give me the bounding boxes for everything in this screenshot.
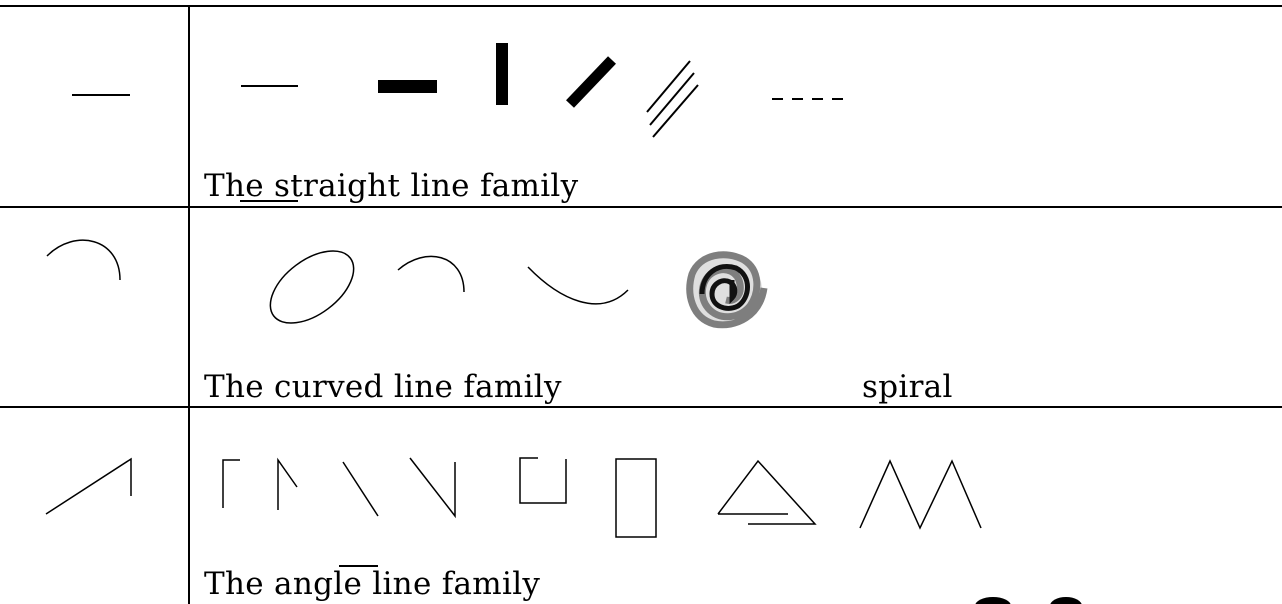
curved-family-caption: The curved line family <box>204 372 562 403</box>
open-rectangle <box>616 459 656 537</box>
cropped-blob-1 <box>975 597 1011 604</box>
diagonal-backslash <box>343 462 378 516</box>
bowl-curve <box>528 267 628 304</box>
acute-angle-line <box>278 460 297 510</box>
double-peak-angles <box>860 461 981 528</box>
table-grid <box>0 6 1282 604</box>
cropped-blobs <box>975 597 1082 604</box>
row-curved-lines <box>47 237 628 338</box>
arc-curve <box>398 256 464 292</box>
triangle-shape <box>718 461 815 524</box>
spiral-icon <box>690 254 764 326</box>
cropped-blob-2 <box>1050 597 1082 604</box>
row-angle-lines <box>46 458 981 537</box>
straight-family-caption: The straight line family <box>204 171 578 202</box>
angle-line-example <box>46 459 131 514</box>
thick-horizontal-line <box>378 80 437 93</box>
right-angle-corner <box>223 460 240 508</box>
tilted-oval <box>257 237 366 338</box>
angle-family-caption: The angle line family <box>204 569 540 600</box>
spiral-caption: spiral <box>862 372 953 403</box>
thick-vertical-line <box>496 43 508 105</box>
parallel-line-3 <box>653 85 698 137</box>
thick-diagonal-line <box>570 60 612 104</box>
open-box-angle <box>520 458 566 503</box>
curved-line-example <box>47 240 120 280</box>
checkmark-angle <box>410 458 455 516</box>
